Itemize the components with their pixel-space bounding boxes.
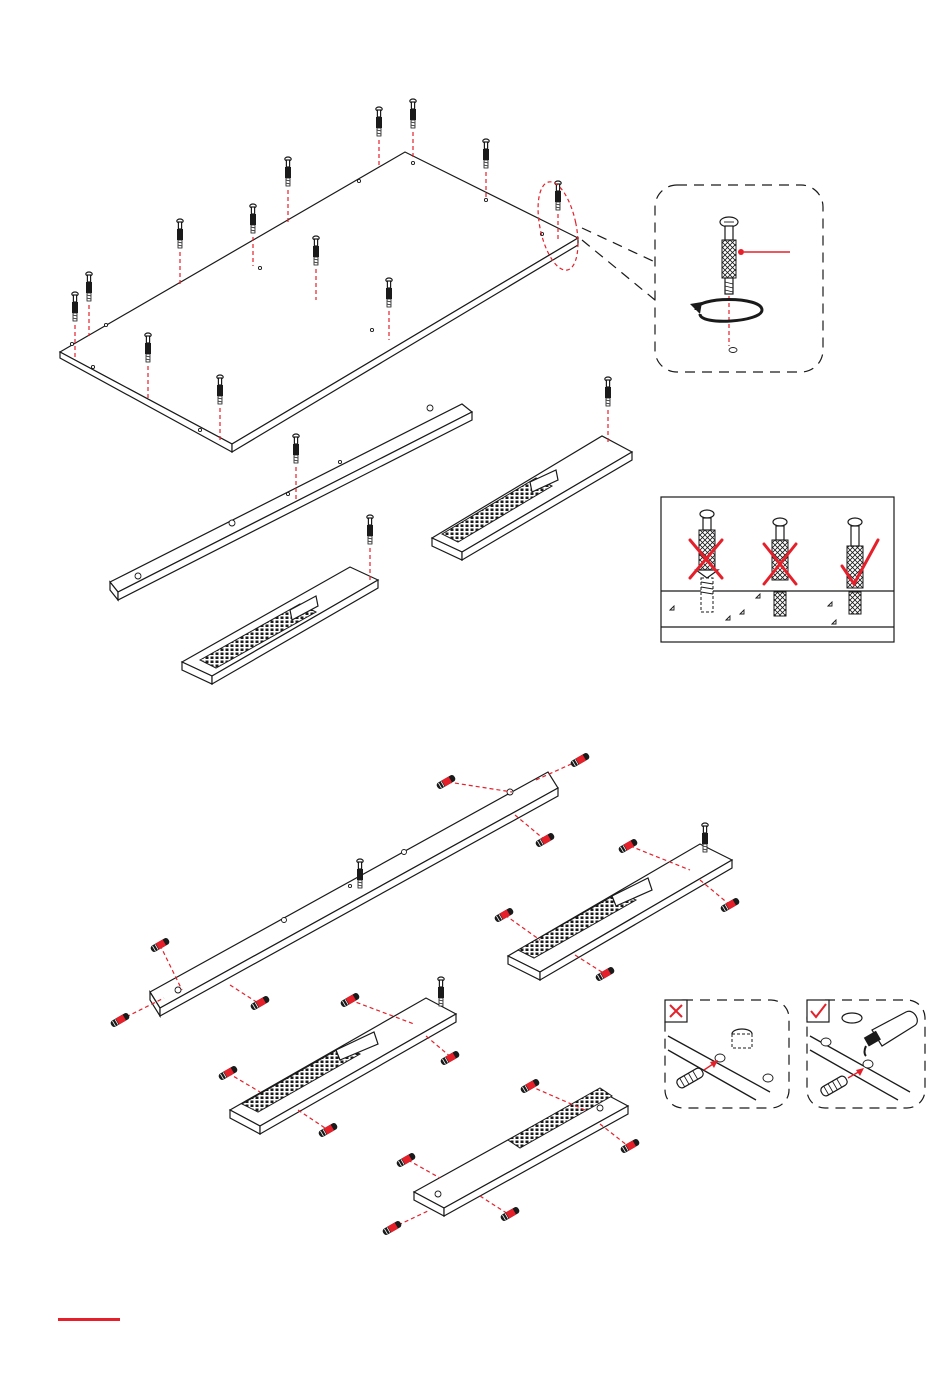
cam-bolt-icon [86,272,92,336]
cam-bolt-icon [177,219,183,284]
wooden-dowel-icon [520,1078,541,1094]
page-footer-mark [58,1318,120,1321]
cam-bolt-icon [376,107,382,168]
wooden-dowel-icon [595,966,616,982]
wooden-dowel-icon [494,907,515,923]
wooden-dowel-icon [570,752,591,768]
cam-bolt-icon [438,977,444,1006]
wooden-dowel-icon [500,1206,521,1222]
long-rail-a [110,404,472,600]
wooden-dowel-icon [620,1138,641,1154]
rotate-clockwise-icon [690,300,762,322]
wooden-dowel-icon [318,1122,339,1138]
cam-bolt-detail-icon [720,217,790,353]
wooden-dowel-icon [819,1075,848,1098]
wooden-dowel-icon [340,992,361,1008]
glue-hint-correct [807,1000,925,1108]
wooden-dowel-icon [218,1065,239,1081]
drawer-rail-c [494,823,741,982]
table-top-panel [60,152,578,452]
cam-bolt-icon [367,515,373,544]
drawer-rail-d [218,977,461,1138]
wooden-dowel-icon [250,995,271,1011]
cam-bolt-detail-box [655,185,823,372]
cam-bolt-icon [293,434,299,463]
cam-bolt-icon [285,157,291,222]
wooden-dowel-icon [150,937,171,953]
glue-bottle-icon [864,1011,918,1056]
wooden-dowel-icon [396,1152,417,1168]
long-rail-b [150,772,558,1016]
cam-bolt-icon [702,823,708,852]
cam-bolt-icon [605,377,611,406]
wooden-dowel-icon [436,774,457,790]
cam-bolt-icon [410,99,416,160]
wooden-dowel-icon [110,1012,131,1028]
drawer-rail-e [382,1078,641,1236]
wooden-dowel-icon [675,1067,704,1090]
cam-bolt-icon [357,859,363,888]
wooden-dowel-icon [618,838,639,854]
wooden-dowel-icon [440,1050,461,1066]
wooden-dowel-icon [382,1220,403,1236]
cam-bolt-depth-check-panel [661,497,894,642]
glue-hint-wrong [665,1000,789,1108]
